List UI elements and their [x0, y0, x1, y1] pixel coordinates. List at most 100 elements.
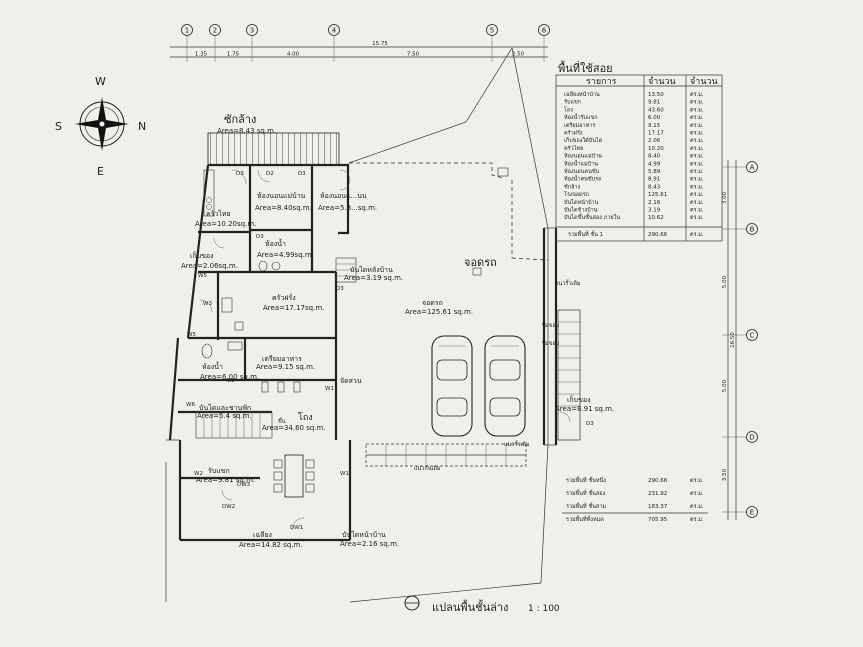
- kitchen-counter: [203, 169, 301, 393]
- svg-text:2: 2: [213, 27, 217, 35]
- svg-text:D3: D3: [256, 234, 264, 240]
- area-row-item: ซักล้าง: [564, 183, 581, 190]
- fence-line-label-2: แนวรั้วเดิม: [504, 440, 530, 448]
- right-dim-1: 3.00: [722, 191, 728, 204]
- room-stair-main-name: บันไดและชานพัก: [199, 403, 251, 412]
- drawing-title: แปลนพื้นชั้นล่าง 1 : 100: [404, 595, 560, 614]
- fence-line-label: แนวรั้วเดิม: [555, 279, 581, 287]
- summary-row-label: รวมพื้นที่ ชั้นสอง: [566, 489, 606, 497]
- summary-row-value: 183.37: [648, 504, 668, 510]
- right-grid: A B C D E 3.00 5.00 5.00 3.50 16.50: [722, 160, 758, 520]
- room-pantry-area: Area=17.17sq.m.: [263, 304, 324, 312]
- summary-row-label: รวมพื้นที่ทั้งหมด: [566, 515, 604, 523]
- area-row-unit: ตร.ม.: [690, 123, 704, 129]
- svg-text:3: 3: [250, 27, 254, 35]
- area-row-value: 17.17: [648, 131, 664, 137]
- area-row-value: 2.06: [648, 138, 661, 144]
- room-bed2-area: Area=5.8...sq.m.: [318, 204, 377, 212]
- svg-text:A: A: [750, 164, 755, 172]
- right-dim-4: 3.50: [722, 468, 728, 481]
- summary-row-unit: ตร.ม.: [690, 504, 704, 510]
- summary-row-unit: ตร.ม.: [690, 517, 704, 523]
- area-table-header-item: รายการ: [586, 77, 617, 87]
- doors: [199, 169, 571, 531]
- title-scale: 1 : 100: [528, 604, 560, 614]
- room-storage2-name: เก็บของ: [567, 395, 590, 404]
- area-row-unit: ตร.ม.: [690, 215, 704, 221]
- top-grid-ticks: [186, 36, 545, 62]
- area-table-title: พื้นที่ใช้สอย: [558, 60, 613, 75]
- area-row-value: 4.99: [648, 161, 661, 167]
- room-bath2-name: ห้องน้ำ: [202, 360, 223, 371]
- rim-label-2: ริมขอบ: [541, 340, 560, 347]
- area-row-value: 8.40: [648, 154, 661, 160]
- area-row-item: ห้องนอนคนขับ: [564, 168, 600, 175]
- top-total-dimension: 15.75: [372, 41, 388, 47]
- svg-text:D3: D3: [586, 421, 594, 427]
- room-stair-main-area: Area=5.4 sq.m.: [197, 412, 252, 420]
- room-hall-name: โถง: [298, 412, 313, 423]
- grid-bubble-A: A: [746, 161, 758, 173]
- room-pantry-name: ครัวฝรั่ง: [272, 293, 296, 302]
- top-dim-2: 1.75: [227, 52, 240, 58]
- area-row-item: โถง: [564, 105, 573, 113]
- room-storage1-name: เก็บของ: [190, 251, 213, 260]
- room-stair-back-name: บันไดหลังบ้าน: [350, 265, 393, 274]
- area-row-value: 2.16: [648, 200, 661, 206]
- area-row-value: 43.60: [648, 107, 664, 113]
- room-bath1-area: Area=4.99sq.m.: [257, 251, 314, 259]
- svg-text:D3: D3: [236, 171, 244, 177]
- room-front-stair-area: Area=2.16 sq.m.: [340, 540, 399, 548]
- area-row-unit: ตร.ม.: [690, 161, 704, 167]
- post-line-label: แนวกันเดิม: [414, 465, 441, 472]
- room-front-stair-name: บันไดหน้าบ้าน: [342, 530, 386, 539]
- compass: W S N E: [55, 75, 146, 178]
- summary-row-value: 705.95: [648, 517, 668, 523]
- area-row-unit: ตร.ม.: [690, 115, 704, 121]
- main-stair: [195, 411, 273, 439]
- svg-text:W3: W3: [203, 301, 212, 307]
- compass-north: N: [138, 120, 146, 133]
- svg-text:4: 4: [332, 27, 337, 35]
- area-row-value: 8.43: [648, 184, 661, 190]
- room-garage-name: จอดรถ: [422, 299, 443, 307]
- parking-big-label: จอดรถ: [464, 256, 497, 269]
- area-row-unit: ตร.ม.: [690, 92, 704, 98]
- svg-text:DW1: DW1: [290, 525, 303, 531]
- site-boundary: [165, 47, 549, 603]
- room-terrace-area: Area=14.82 sq.m.: [239, 541, 303, 549]
- right-total-dimension: 16.50: [730, 332, 736, 348]
- compass-needle-right: [102, 120, 129, 128]
- svg-text:B: B: [750, 226, 755, 234]
- compass-west: W: [95, 75, 106, 88]
- area-row-item: บันไดขึ้นชั้นสอง ภายใน: [564, 213, 620, 221]
- summary-row-value: 231.92: [648, 491, 667, 497]
- area-row-value: 8.91: [648, 177, 660, 183]
- compass-needle-up: [98, 97, 106, 124]
- area-row-unit: ตร.ม.: [690, 146, 704, 152]
- area-row-value: 125.61: [648, 192, 667, 198]
- svg-text:D3: D3: [336, 286, 344, 292]
- door-window-tags: D3 D2 D3 D3 D3 D3 W5 W3 W6 W1 W1 W2 DW3 …: [186, 171, 594, 531]
- area-table-total-label: รวมพื้นที่ ชั้น 1: [568, 230, 603, 238]
- area-table: พื้นที่ใช้สอย รายการ จำนวน จำนวน เฉลียงห…: [555, 60, 723, 242]
- room-living-name: รับแขก: [208, 467, 230, 475]
- dining-table: [273, 454, 315, 498]
- svg-text:DW3: DW3: [237, 482, 251, 488]
- room-storage2-area: Area=8.91 sq.m.: [555, 405, 614, 413]
- summary-row-unit: ตร.ม.: [690, 491, 704, 497]
- top-grid: 1 2 3 4 5 6 15.75 1.35 1.75 4.00 7.50 2.…: [170, 24, 550, 62]
- grid-bubble-5: 5: [486, 24, 498, 36]
- building-walls: [166, 132, 558, 542]
- area-row-unit: ตร.ม.: [690, 131, 704, 137]
- area-row-value: 6.00: [648, 115, 661, 121]
- room-bed2-name: ห้องนอนแ...นบ: [320, 192, 366, 200]
- svg-text:W1: W1: [325, 386, 334, 392]
- top-dim-5: 2.50: [512, 52, 525, 58]
- svg-text:5: 5: [490, 27, 494, 35]
- room-deck-name: ซักล้าง: [224, 113, 256, 126]
- grid-bubble-3: 3: [246, 24, 258, 36]
- area-row-item: บันไดข้างบ้าน: [564, 207, 598, 214]
